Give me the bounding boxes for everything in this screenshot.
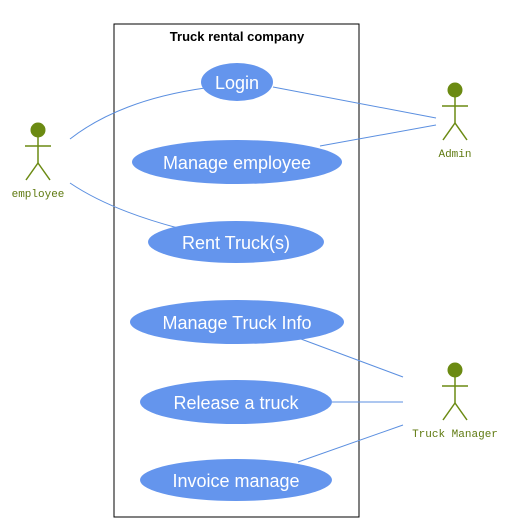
stick-figure-icon [442,82,468,141]
use-case-invoice-manage[interactable]: Invoice manage [140,459,332,501]
actor-employee[interactable]: employee [12,122,65,202]
use-case-manage-truck-info-label: Manage Truck Info [162,313,311,333]
assoc-admin-manage-employee [319,124,437,147]
assoc-manager-invoice [297,424,404,463]
actor-truck-manager[interactable]: Truck Manager [412,362,498,442]
stick-figure-icon [442,362,468,421]
use-case-rent-truck[interactable]: Rent Truck(s) [148,221,324,263]
assoc-admin-login [272,86,437,119]
actor-admin-label: Admin [438,149,471,161]
use-case-rent-truck-label: Rent Truck(s) [182,233,290,253]
use-case-release-truck-label: Release a truck [173,393,299,413]
stick-figure-icon [25,122,51,181]
system-title: Truck rental company [170,29,305,44]
actor-admin[interactable]: Admin [438,82,472,162]
actor-employee-label: employee [12,189,65,201]
use-case-manage-employee-label: Manage employee [163,153,311,173]
assoc-employee-rent-truck [69,182,179,229]
use-case-manage-truck-info[interactable]: Manage Truck Info [130,300,344,344]
system-boundary [113,23,360,518]
use-case-manage-employee[interactable]: Manage employee [132,140,342,184]
assoc-employee-login [69,87,206,140]
use-case-invoice-manage-label: Invoice manage [172,471,299,491]
use-case-login-label: Login [215,73,259,93]
use-case-login[interactable]: Login [201,63,273,101]
assoc-manager-truck-info [300,338,404,378]
actor-truck-manager-label: Truck Manager [412,429,498,441]
use-case-release-truck[interactable]: Release a truck [140,380,332,424]
